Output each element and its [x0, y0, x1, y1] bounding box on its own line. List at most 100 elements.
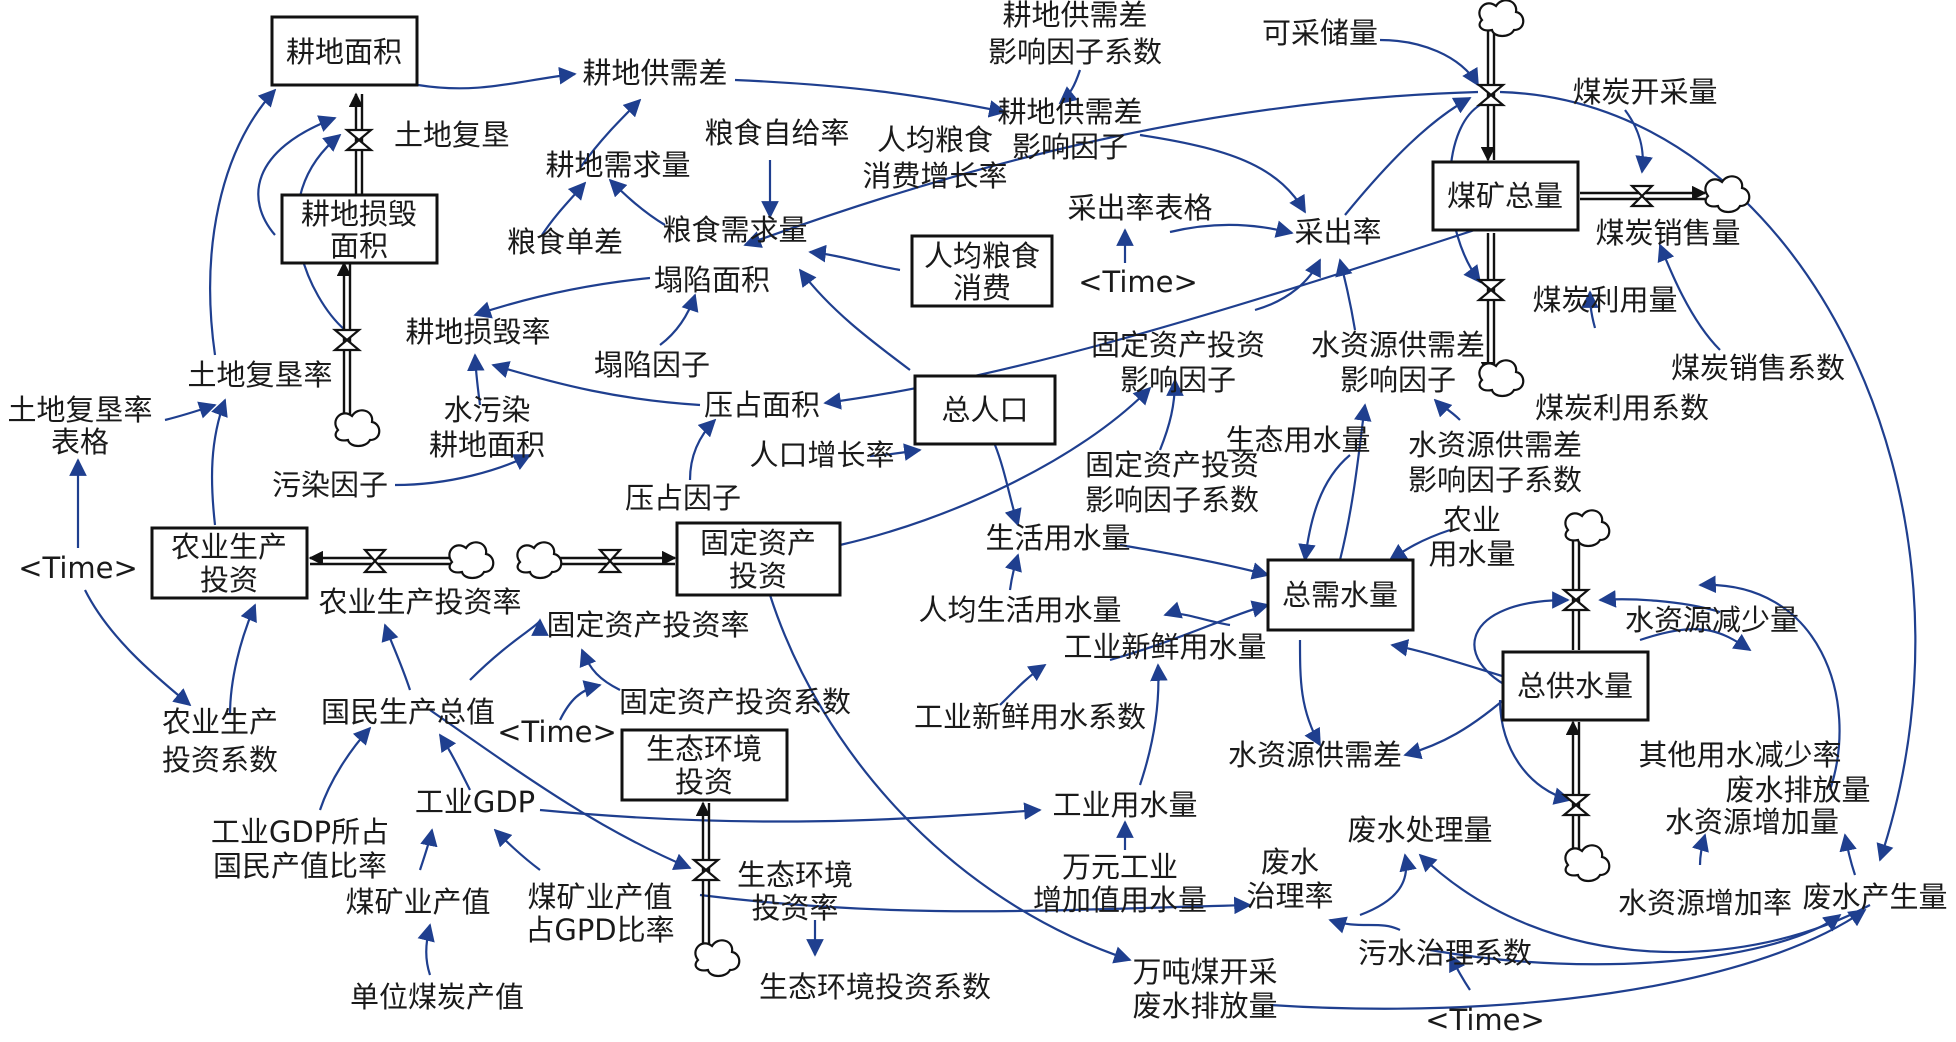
var-gap-factor-coef-l2: 影响因子系数: [988, 35, 1162, 69]
var-coal-sales: 煤炭销售量: [1595, 216, 1740, 250]
var-subsidence-area: 塌陷面积: [654, 263, 770, 297]
var-time-2: <Time>: [18, 551, 138, 585]
link-polluted-to-damage: [467, 353, 485, 406]
link-fresh-to-demand: [1163, 601, 1231, 627]
link-per10kt-to-generated: [1269, 908, 1867, 1010]
link-igdp-to-indwater: [539, 802, 1042, 823]
valve-coal-use: [1475, 278, 1507, 302]
link-percap-to-domestic: [1005, 553, 1022, 591]
svg-text:总人口: 总人口: [941, 393, 1028, 427]
var-reclaim-table-l2: 表格: [51, 425, 109, 459]
link-occfactor-to-occupied: [688, 418, 717, 481]
var-fixed-factor-l1: 固定资产投资: [1091, 328, 1265, 362]
var-gap-factor-l1: 耕地供需差: [997, 95, 1142, 129]
link-fixedfactor-to-rate: [1254, 258, 1321, 312]
stock-total-population: 总人口: [913, 374, 1057, 446]
link-supply-to-incvalve: [1498, 699, 1572, 805]
var-treatment-rate-l2: 治理率: [1246, 879, 1333, 913]
link-domestic-to-demand: [1119, 543, 1270, 580]
var-agri-water-l2: 用水量: [1428, 537, 1515, 571]
var-agri-coef-l2: 投资系数: [162, 743, 278, 777]
var-occupied-area: 压占面积: [704, 388, 820, 422]
svg-text:耕地损毁: 耕地损毁: [301, 197, 417, 231]
var-eco-invest-coef: 生态环境投资系数: [759, 970, 991, 1004]
var-eco-invest-rate-l2: 投资率: [751, 891, 838, 925]
cloud-sales-sink: [1704, 175, 1751, 214]
link-supply-loop-valve: [1473, 591, 1570, 691]
link-grain-to-demand: [608, 178, 666, 226]
link-demand-to-gap: [579, 98, 642, 169]
var-agri-water-l1: 农业: [1443, 503, 1501, 537]
link-table-to-rate: [164, 401, 217, 422]
stock-total-water-supply: 总供水量: [1501, 650, 1650, 722]
link-other-to-decrease: [1639, 628, 1752, 651]
svg-text:投资: 投资: [200, 563, 258, 597]
var-domestic-water: 生活用水量: [985, 521, 1130, 555]
link-sewage-to-generated: [1429, 913, 1842, 966]
stock-cultivated-area: 耕地面积: [270, 15, 419, 87]
cloud-mining-source: [1478, 0, 1525, 38]
link-agricoef-to-agri: [228, 603, 257, 716]
valve-land-reclaim: [343, 128, 375, 152]
var-fixed-coef-l2: 影响因子系数: [1085, 483, 1259, 517]
var-farmland-demand: 耕地需求量: [545, 148, 690, 182]
var-per-capita-growth-l2: 消费增长率: [862, 159, 1007, 193]
link-factor-to-rate: [1139, 133, 1306, 214]
link-freshcoef-to-fresh: [999, 664, 1047, 706]
clouds: [334, 0, 1751, 978]
link-demand-to-waterfactor: [1338, 403, 1372, 561]
var-per-capita-domestic: 人均生活用水量: [918, 593, 1121, 627]
valve-coal-mining: [1475, 83, 1507, 107]
link-supply-to-gap: [1403, 689, 1516, 760]
svg-text:煤矿总量: 煤矿总量: [1447, 179, 1563, 213]
var-coal-use: 煤炭利用量: [1532, 283, 1677, 317]
var-coal-mining: 煤炭开采量: [1572, 75, 1717, 109]
cloud-eco-source: [694, 939, 741, 978]
link-yield-to-demand: [541, 181, 587, 236]
flow-valves: [331, 83, 1655, 882]
link-subfactor-to-subsidence: [659, 293, 699, 346]
var-other-decrease-rate: 其他用水减少率: [1638, 738, 1841, 772]
link-coalout-to-igdp: [418, 828, 438, 871]
cloud-agri-source: [448, 541, 495, 580]
svg-text:总需水量: 总需水量: [1282, 578, 1398, 612]
var-fixed-factor-l2: 影响因子: [1120, 363, 1236, 397]
link-fresh-to-total: [1109, 600, 1270, 662]
svg-text:面积: 面积: [330, 229, 388, 263]
link-discharge-loop: [1698, 575, 1841, 791]
stock-damaged-farmland: 耕地损毁 面积: [280, 193, 439, 265]
var-igdp-share-l1: 工业GDP所占: [211, 815, 389, 849]
var-wastewater-discharge: 废水排放量: [1725, 773, 1870, 807]
var-industrial-fresh-coef: 工业新鲜用水系数: [914, 700, 1146, 734]
link-occupied-to-damage: [491, 361, 701, 407]
link-waterfactor-to-rate: [1335, 258, 1357, 331]
link-pop-to-grain: [798, 268, 911, 371]
var-water-coef-l1: 水资源供需差: [1408, 428, 1582, 462]
var-water-increase-rate: 水资源增加率: [1618, 886, 1792, 920]
var-industrial-water: 工业用水量: [1052, 788, 1197, 822]
var-grain-demand: 粮食需求量: [662, 213, 807, 247]
link-damaged-to-reclaimvalve: [257, 115, 337, 236]
svg-text:总供水量: 总供水量: [1517, 669, 1633, 703]
stock-total-water-demand: 总需水量: [1266, 558, 1415, 632]
var-subsidence-factor: 塌陷因子: [594, 348, 710, 382]
var-polluted-farmland-l1: 水污染: [443, 393, 530, 427]
var-industrial-fresh-water: 工业新鲜用水量: [1063, 630, 1266, 664]
var-coal-use-coef: 煤炭利用系数: [1535, 391, 1709, 425]
var-pollution-factor: 污染因子: [272, 468, 388, 502]
var-fixed-invest-rate: 固定资产投资率: [546, 608, 749, 642]
link-sewagecoef-to-rate: [1328, 916, 1401, 934]
link-reserve-to-valve: [1379, 38, 1479, 87]
valve-eco-invest: [690, 858, 722, 882]
var-reclaim-table-l1: 土地复垦率: [7, 393, 152, 427]
valve-farmland-damage: [331, 328, 363, 352]
cloud-water-increase-source: [1564, 844, 1611, 883]
var-mining-rate: 采出率: [1294, 215, 1381, 249]
link-coalshare-to-igdp: [493, 828, 541, 871]
var-sewage-coef: 污水治理系数: [1358, 936, 1532, 970]
link-indwater-to-fresh: [1138, 663, 1168, 786]
link-incrate-to-increase: [1692, 833, 1709, 866]
stock-coal-reserve-total: 煤矿总量: [1431, 160, 1580, 232]
var-unit-coal-output: 单位煤炭产值: [350, 980, 524, 1014]
